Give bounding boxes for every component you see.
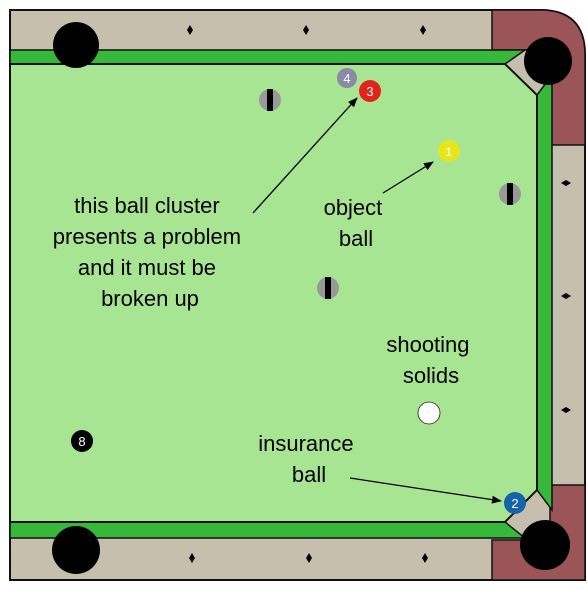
insurance-ball-label-line: insurance bbox=[258, 431, 353, 456]
cue-ball bbox=[418, 402, 440, 424]
position-marker bbox=[499, 183, 521, 205]
shooting-solids-label-line: shooting bbox=[386, 332, 469, 357]
position-marker bbox=[317, 277, 339, 299]
ball-3-number: 3 bbox=[366, 84, 373, 99]
ball-1: 1 bbox=[438, 140, 460, 162]
position-marker bbox=[259, 89, 281, 111]
insurance-ball-label-line: ball bbox=[292, 462, 326, 487]
cushion-right bbox=[537, 75, 552, 510]
ball-2: 2 bbox=[504, 492, 526, 514]
pocket-bottom-left bbox=[52, 526, 100, 574]
pocket-top-right bbox=[524, 37, 572, 85]
ball-3: 3 bbox=[359, 80, 381, 102]
cluster-label-line: this ball cluster bbox=[74, 193, 220, 218]
ball-8: 8 bbox=[71, 430, 93, 452]
ball-4-number: 4 bbox=[343, 71, 350, 86]
pocket-top-left bbox=[53, 22, 99, 68]
shooting-solids-label-line: solids bbox=[403, 363, 459, 388]
object-ball-label-line: ball bbox=[339, 226, 373, 251]
ball-8-number: 8 bbox=[78, 434, 85, 449]
cluster-label-line: presents a problem bbox=[53, 224, 241, 249]
object-ball-label-line: object bbox=[324, 195, 383, 220]
cluster-label-line: and it must be bbox=[78, 255, 216, 280]
ball-4: 4 bbox=[337, 68, 357, 88]
cluster-label-line: broken up bbox=[101, 286, 199, 311]
ball-2-number: 2 bbox=[511, 496, 518, 511]
pocket-bottom-right bbox=[520, 520, 570, 570]
ball-1-number: 1 bbox=[446, 145, 453, 159]
